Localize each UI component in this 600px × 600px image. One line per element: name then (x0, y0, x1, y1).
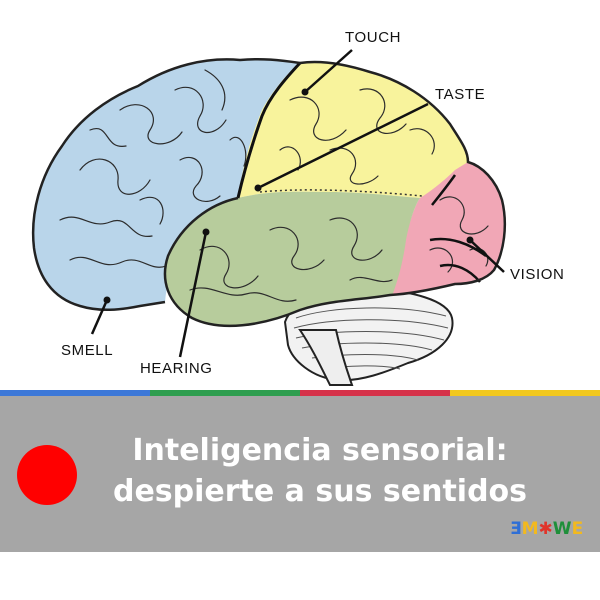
frontal-region (33, 59, 300, 310)
smell-pointer (90, 299, 109, 335)
occipital-region (390, 162, 505, 295)
brain-diagram (31, 49, 507, 386)
vision-pointer (469, 239, 505, 273)
label-taste: TASTE (435, 86, 486, 103)
logo-letter: ✱ (538, 519, 553, 539)
touch-pointer (304, 49, 353, 93)
logo-letter: W (552, 519, 572, 539)
banner-title-line-2: despierte a sus sentidos (112, 474, 528, 509)
taste-pointer (257, 102, 429, 190)
footer-space (0, 552, 600, 600)
strip-segment-green (150, 390, 300, 396)
banner-title-line-1: Inteligencia sensorial: (132, 433, 508, 468)
title-banner (0, 396, 600, 552)
logo-letter: Ǝ (510, 519, 522, 539)
red-dot-icon (17, 445, 77, 505)
emowe-logo: ƎM✱WE (510, 521, 583, 538)
label-touch: TOUCH (345, 29, 402, 46)
parietal-region (238, 62, 468, 198)
strip-segment-yellow (450, 390, 600, 396)
logo-letter: M (521, 519, 539, 539)
label-smell: SMELL (61, 342, 114, 359)
logo-letter: E (571, 519, 584, 539)
strip-segment-red (300, 390, 450, 396)
strip-segment-blue (0, 390, 150, 396)
brain-stem (298, 329, 354, 386)
label-vision: VISION (510, 266, 565, 283)
color-strip (0, 390, 600, 396)
label-hearing: HEARING (140, 360, 213, 377)
hearing-pointer (178, 231, 208, 358)
